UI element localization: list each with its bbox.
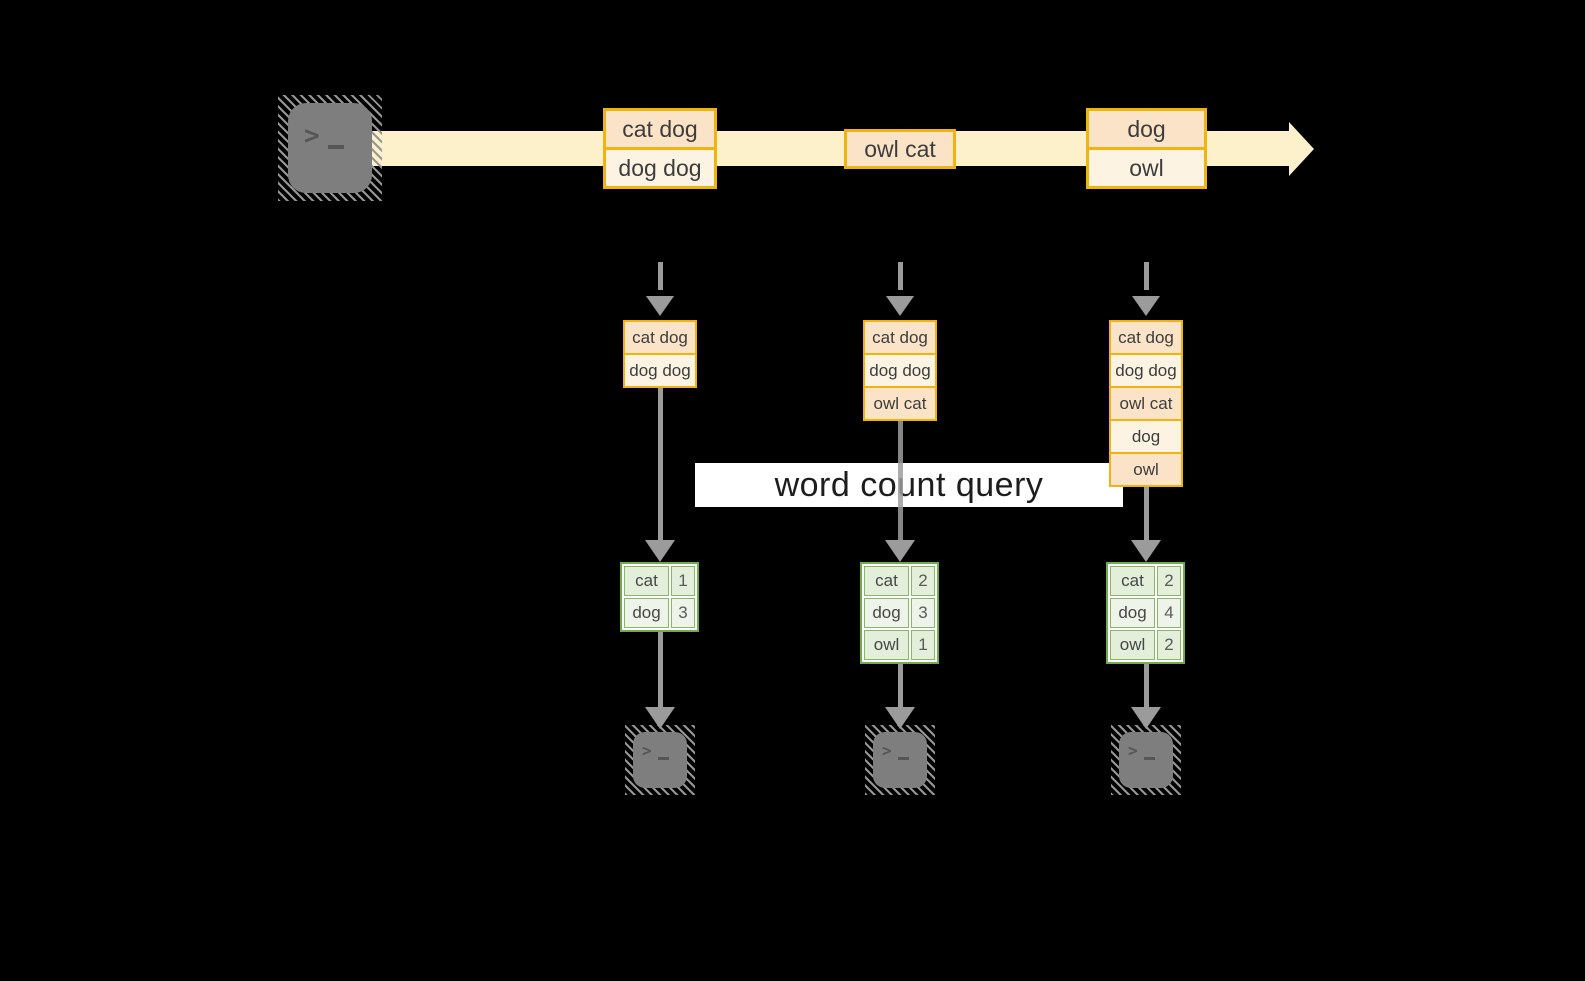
- arrowhead-icon: [885, 707, 915, 729]
- count-value-cell: 2: [1157, 566, 1181, 596]
- batch-record: owl cat: [847, 132, 953, 166]
- terminal-body: >: [873, 732, 927, 788]
- count-value-cell: 2: [911, 566, 935, 596]
- state-record: dog: [1111, 419, 1181, 452]
- flow-arrow-line: [898, 658, 903, 707]
- terminal-cursor-icon: [898, 757, 909, 760]
- timeline-batch-1: cat dog dog dog: [603, 108, 717, 189]
- arrowhead-icon: [645, 707, 675, 729]
- arrowhead-icon: [645, 540, 675, 562]
- micro-batch-arrow-3: [1131, 262, 1161, 316]
- count-table-2: cat 2 dog 3 owl 1: [860, 562, 939, 664]
- count-word-cell: cat: [624, 566, 669, 596]
- query-label-band: word count query: [695, 463, 1123, 507]
- terminal-prompt-icon: >: [882, 741, 892, 760]
- terminal-cursor-icon: [328, 145, 344, 149]
- count-word-cell: owl: [864, 630, 909, 660]
- batch-record: cat dog: [606, 111, 714, 147]
- micro-batch-arrow-1: [645, 262, 675, 316]
- flow-arrow-line: [658, 628, 663, 707]
- terminal-cursor-icon: [658, 757, 669, 760]
- word-count-query-label: word count query: [774, 465, 1044, 504]
- state-record: cat dog: [625, 322, 695, 353]
- arrowhead-icon: [885, 540, 915, 562]
- terminal-body: >: [633, 732, 687, 788]
- flow-arrow-line: [658, 386, 663, 540]
- state-record: owl cat: [1111, 386, 1181, 419]
- batch-record: dog dog: [606, 147, 714, 186]
- count-word-cell: dog: [624, 598, 669, 628]
- output-terminal-icon-3: >: [1111, 725, 1181, 795]
- state-box-3: cat dog dog dog owl cat dog owl: [1109, 320, 1183, 487]
- micro-batch-arrow-2: [885, 262, 915, 316]
- state-box-2: cat dog dog dog owl cat: [863, 320, 937, 421]
- flow-arrow-line: [1144, 658, 1149, 707]
- arrow-dash: [657, 262, 663, 290]
- state-record: cat dog: [1111, 322, 1181, 353]
- state-record: dog dog: [625, 353, 695, 386]
- arrowhead-icon: [1131, 707, 1161, 729]
- count-word-cell: dog: [864, 598, 909, 628]
- count-table-3: cat 2 dog 4 owl 2: [1106, 562, 1185, 664]
- batch-record: owl: [1089, 147, 1204, 186]
- state-record: owl: [1111, 452, 1181, 485]
- state-record: dog dog: [865, 353, 935, 386]
- batch-record: dog: [1089, 111, 1204, 147]
- state-record: owl cat: [865, 386, 935, 419]
- terminal-body: >: [1119, 732, 1173, 788]
- terminal-prompt-icon: >: [1128, 741, 1138, 760]
- count-word-cell: cat: [1110, 566, 1155, 596]
- count-value-cell: 4: [1157, 598, 1181, 628]
- terminal-body: >: [288, 103, 372, 193]
- count-word-cell: owl: [1110, 630, 1155, 660]
- terminal-cursor-icon: [1144, 757, 1155, 760]
- source-terminal-icon: >: [278, 95, 382, 201]
- count-value-cell: 3: [911, 598, 935, 628]
- count-word-cell: cat: [864, 566, 909, 596]
- output-terminal-icon-2: >: [865, 725, 935, 795]
- flow-arrow-line: [1144, 479, 1149, 540]
- output-terminal-icon-1: >: [625, 725, 695, 795]
- count-word-cell: dog: [1110, 598, 1155, 628]
- arrowhead-icon: [646, 296, 674, 316]
- state-box-1: cat dog dog dog: [623, 320, 697, 388]
- flow-arrow-line: [898, 417, 903, 540]
- terminal-prompt-icon: >: [304, 121, 320, 151]
- timeline-batch-2: owl cat: [844, 129, 956, 169]
- arrowhead-icon: [1132, 296, 1160, 316]
- count-table-1: cat 1 dog 3: [620, 562, 699, 632]
- arrowhead-icon: [1131, 540, 1161, 562]
- arrowhead-icon: [886, 296, 914, 316]
- count-value-cell: 2: [1157, 630, 1181, 660]
- state-record: dog dog: [1111, 353, 1181, 386]
- arrow-dash: [1143, 262, 1149, 290]
- state-record: cat dog: [865, 322, 935, 353]
- count-value-cell: 1: [911, 630, 935, 660]
- count-value-cell: 1: [671, 566, 695, 596]
- stream-timeline-arrowhead-icon: [1289, 122, 1314, 176]
- timeline-batch-3: dog owl: [1086, 108, 1207, 189]
- arrow-dash: [897, 262, 903, 290]
- terminal-prompt-icon: >: [642, 741, 652, 760]
- count-value-cell: 3: [671, 598, 695, 628]
